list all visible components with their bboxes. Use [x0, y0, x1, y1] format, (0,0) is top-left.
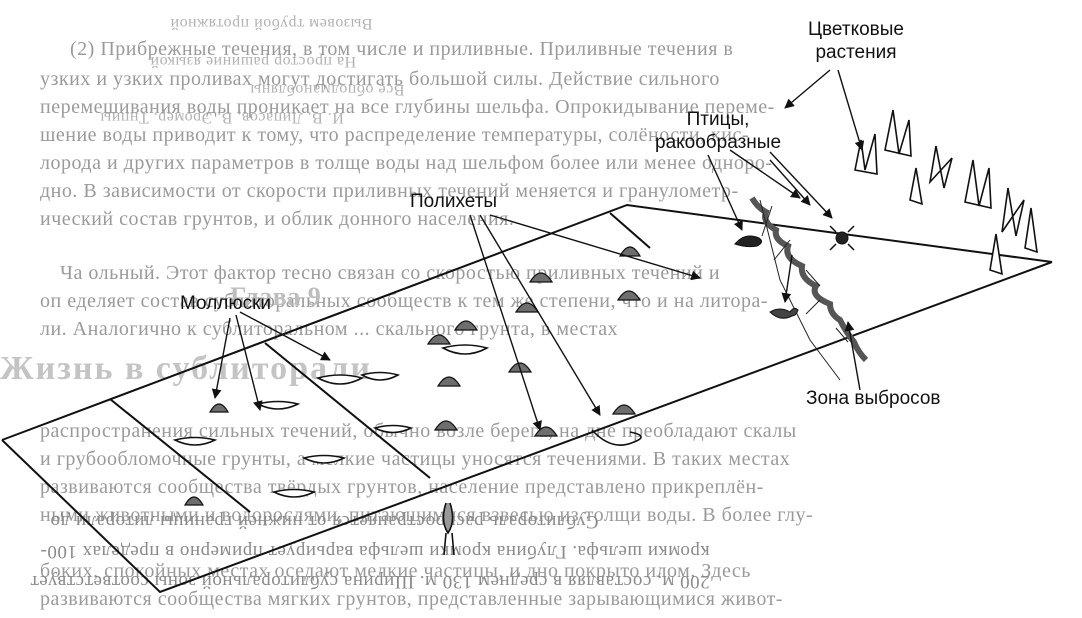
bg-heading: Жизнь в сублиторали [0, 350, 372, 387]
bg-chapter-label: Глава 9 [230, 282, 322, 311]
arrow-plants [784, 69, 831, 109]
zone-divider-3 [609, 212, 651, 249]
polychaete-mound-icon [433, 420, 459, 431]
arrow-molluscs [211, 317, 231, 399]
arrow-molluscs [239, 311, 331, 361]
label-arrows [211, 69, 865, 431]
polychaete-mound-icon [183, 496, 205, 506]
crab-icon [835, 231, 849, 245]
arrow-birds [707, 154, 743, 231]
zone-divider-1 [109, 398, 251, 513]
plant-tuft-icon [964, 159, 992, 210]
arrow-birds [769, 159, 811, 206]
polychaete-mound-icon [208, 403, 230, 413]
coast-block [1, 203, 1053, 594]
polychaete-mound-icon [618, 246, 642, 257]
polychaete-mound-icon [436, 376, 462, 387]
plant-tuft-icon [1024, 207, 1038, 254]
bg-text-line: перемешивания воды проникает на все глуб… [40, 96, 775, 118]
plant-tuft-icon [928, 145, 953, 189]
mollusc-shell-icon [255, 400, 301, 410]
mollusc-shell-icon [440, 344, 490, 355]
mollusc-shell-icon [271, 488, 317, 498]
bg-text-line: ический состав грунтов, и облик донного … [40, 208, 515, 230]
bg-text-line: развиваются сообщества твёрдых грунтов, … [40, 476, 764, 498]
polychaete-mound-icon [453, 320, 479, 331]
bg-text-line: оп еделяет состав сублиторальных сообщес… [40, 290, 769, 312]
birds-crustaceans-icons [734, 225, 855, 319]
label-birds-crustaceans: Птицы,ракообразные [655, 109, 782, 153]
mollusc-shell-icon [315, 374, 365, 385]
polychaete-mound-icon [528, 272, 554, 283]
arrow-wrack [844, 321, 861, 391]
bg-text-line: и грубообломочные грунты, а мелкие части… [40, 448, 791, 470]
siphon-icon [442, 502, 454, 535]
bg-text-line: узких и узких проливах могут достигать б… [40, 68, 720, 90]
mollusc-shell-icon [359, 371, 401, 381]
mollusc-shell-icon [372, 424, 414, 434]
plant-tuft-icon [884, 109, 912, 158]
flowering-plants [854, 109, 1038, 276]
arrow-polychaetes [469, 214, 542, 431]
arrow-polychaetes [479, 214, 601, 416]
label-polychaetes: Полихеты [410, 191, 498, 212]
bird-icon [734, 235, 763, 248]
block-front-edge [1, 261, 1053, 594]
polychaete-mound-icon [616, 290, 642, 301]
bg-text-line: (2) Прибрежные течения, в том числе и пр… [70, 38, 734, 60]
label-wrack-zone: Зона выбросов [806, 388, 941, 409]
wrack-seaweed-icon [749, 196, 869, 363]
arrow-birds [729, 149, 801, 199]
bg-text-line: боких, спокойных местах оседают мелкие ч… [40, 560, 751, 582]
bg-text-line: лорода и других параметров в толще воды … [40, 152, 773, 174]
bg-text-line: шение воды приводит к тому, что распреде… [40, 124, 750, 146]
block-top-edge [1, 203, 1053, 441]
burrow-icon [591, 429, 642, 446]
polychaete-mound-icon [533, 426, 559, 437]
polychaete-mound-icon [611, 404, 637, 415]
plant-tuft-icon [909, 167, 924, 206]
plant-tuft-icon [1001, 187, 1025, 237]
bg-text-line: развиваются сообщества мягких грунтов, п… [40, 588, 783, 610]
bg-text-line: ными животными и водорослями, питающимис… [40, 504, 814, 526]
polychaete-mounds [183, 246, 642, 506]
mollusc-shell-icon [172, 436, 218, 446]
mollusc-shell-icon [301, 454, 347, 464]
zone-divider-2 [264, 342, 431, 479]
arrow-polychaetes [489, 214, 701, 281]
arrow-molluscs [235, 314, 263, 411]
label-molluscs: Моллюски [180, 293, 272, 314]
bg-text-line: дно. В зависимости от скорости приливных… [40, 180, 739, 202]
bg-text-line: Ча ольный. Этот фактор тесно связан со с… [60, 262, 721, 284]
mollusc-shells [172, 297, 616, 498]
plant-tuft-icon [989, 233, 1003, 276]
bg-text-line: ли. Аналогично к сублиторальном ... скал… [40, 318, 619, 340]
duck-icon [769, 307, 799, 319]
polychaete-mound-icon [426, 334, 452, 345]
arrow-plants [837, 69, 865, 151]
arrow-birds [769, 151, 833, 219]
worm-burrow [442, 429, 642, 556]
arrow-crab-to-duck [781, 254, 793, 303]
